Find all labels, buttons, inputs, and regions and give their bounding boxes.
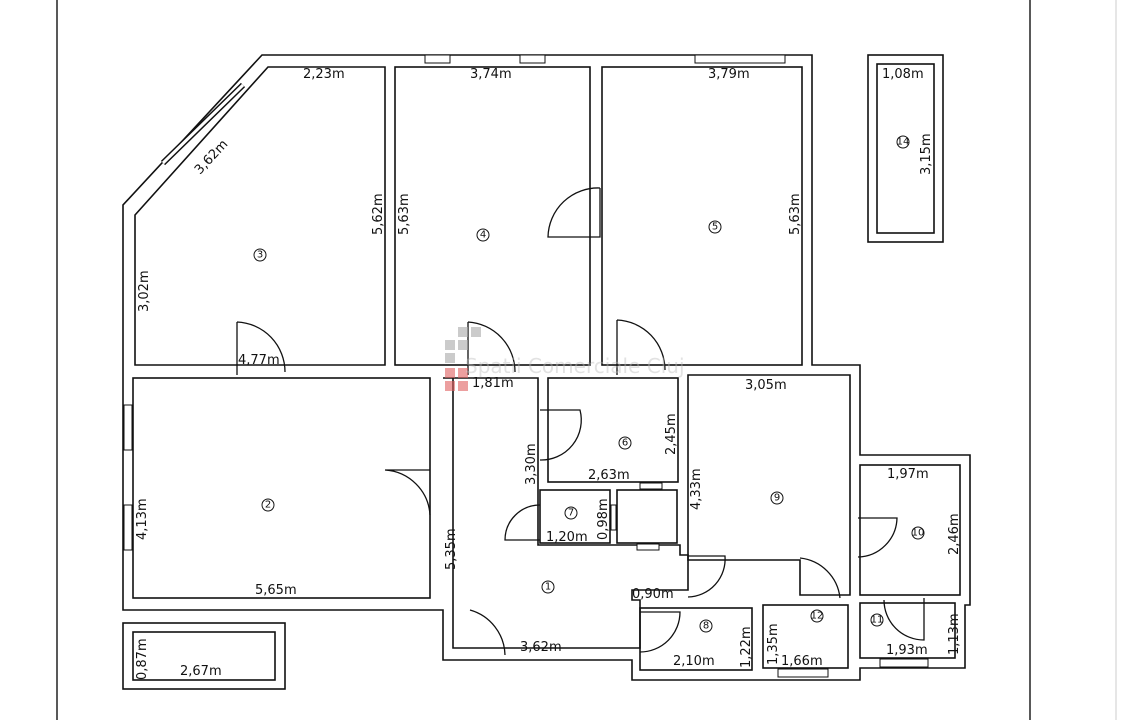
room-5-walls <box>601 66 803 366</box>
room-number: 10 <box>912 528 925 539</box>
dim-label: 1,20m <box>546 530 588 545</box>
room-8-walls <box>639 607 753 671</box>
windows <box>123 54 929 678</box>
room-13-walls <box>122 622 286 690</box>
watermark-text: Spatii Comerciale Cluj <box>465 354 685 378</box>
dim-label: 5,63m <box>397 193 412 235</box>
dim-label: 3,62m <box>192 137 231 178</box>
room-number: 9 <box>774 493 780 504</box>
dim-label: 4,77m <box>238 353 280 368</box>
room-7-walls <box>539 489 611 544</box>
room-4-walls <box>394 66 591 366</box>
dim-label: 4,33m <box>689 468 704 510</box>
shaft <box>616 489 678 544</box>
dim-label: 1,13m <box>947 613 962 655</box>
dim-label: 1,66m <box>781 654 823 669</box>
room-number: 12 <box>811 611 824 622</box>
outer-wall <box>122 54 971 681</box>
room-3-walls <box>134 66 386 366</box>
room-number: 7 <box>568 508 574 519</box>
room-13-inner <box>132 631 276 681</box>
dim-label: 3,30m <box>524 443 539 485</box>
dim-label: 1,97m <box>887 467 929 482</box>
watermark: Spatii Comerciale Cluj <box>445 327 685 391</box>
dim-label: 2,46m <box>947 513 962 555</box>
room-1-walls <box>443 377 689 649</box>
room-9-walls <box>687 374 851 596</box>
dim-label: 2,23m <box>303 67 345 82</box>
dim-label: 5,63m <box>788 193 803 235</box>
room-2-walls <box>132 377 431 599</box>
dim-label: 1,35m <box>766 623 781 665</box>
room-number: 14 <box>897 137 910 148</box>
dim-label: 3,02m <box>137 270 152 312</box>
dim-label: 5,62m <box>371 193 386 235</box>
dim-label: 1,08m <box>882 67 924 82</box>
doors <box>236 187 925 656</box>
dim-label: 2,10m <box>673 654 715 669</box>
dim-label: 2,45m <box>664 413 679 455</box>
dim-label: 1,93m <box>886 643 928 658</box>
room-number: 8 <box>703 621 709 632</box>
dim-label: 4,13m <box>135 498 150 540</box>
dim-label: 0,90m <box>632 587 674 602</box>
room-14-inner <box>876 63 935 234</box>
dim-label: 3,74m <box>470 67 512 82</box>
room-number: 11 <box>871 615 884 626</box>
dim-label: 0,98m <box>596 498 611 540</box>
dim-label: 3,15m <box>919 133 934 175</box>
room-number: 1 <box>545 582 551 593</box>
dim-label: 3,05m <box>745 378 787 393</box>
room-number: 3 <box>257 250 263 261</box>
room-10-walls <box>859 464 961 596</box>
dim-label: 5,65m <box>255 583 297 598</box>
dim-label: 3,79m <box>708 67 750 82</box>
room-11-walls <box>859 602 956 659</box>
dim-label: 5,35m <box>444 528 459 570</box>
room-number: 5 <box>712 222 718 233</box>
dim-label: 3,62m <box>520 640 562 655</box>
room-12-walls <box>762 604 849 669</box>
room-14-walls <box>867 54 944 243</box>
room-number: 2 <box>265 500 271 511</box>
room-numbers: 1 2 3 4 5 6 7 8 9 10 11 12 14 <box>253 135 925 633</box>
room-number: 6 <box>622 438 628 449</box>
dim-label: 0,87m <box>135 638 150 680</box>
room-6-walls <box>547 377 679 483</box>
room-number: 4 <box>480 230 486 241</box>
dim-label: 1,81m <box>472 376 514 391</box>
dim-label: 2,63m <box>588 468 630 483</box>
dim-label: 1,22m <box>739 626 754 668</box>
dim-label: 2,67m <box>180 664 222 679</box>
